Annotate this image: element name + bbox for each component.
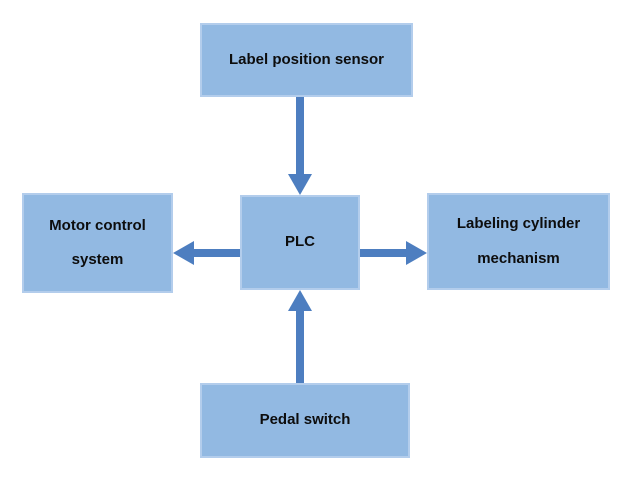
arrow-shaft xyxy=(194,249,240,257)
node-labeling-cylinder-mechanism: Labeling cylinder mechanism xyxy=(427,193,610,290)
arrow-shaft xyxy=(296,97,304,175)
arrow-down-icon xyxy=(288,174,312,195)
arrow-shaft xyxy=(296,311,304,383)
arrow-up-icon xyxy=(288,290,312,311)
node-motor-control-system: Motor control system xyxy=(22,193,173,293)
arrow-right-icon xyxy=(406,241,427,265)
node-pedal-switch: Pedal switch xyxy=(200,383,410,458)
arrow-shaft xyxy=(360,249,406,257)
arrow-left-icon xyxy=(173,241,194,265)
node-label-position-sensor: Label position sensor xyxy=(200,23,413,97)
node-plc: PLC xyxy=(240,195,360,290)
